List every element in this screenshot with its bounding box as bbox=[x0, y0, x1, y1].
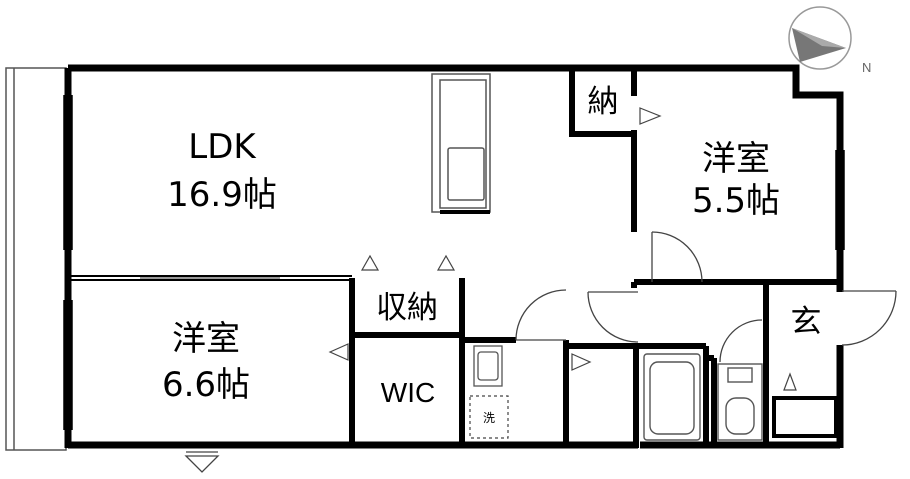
door-swings bbox=[184, 231, 897, 473]
western-b-name: 洋室 bbox=[172, 319, 240, 359]
wic-label: WIC bbox=[381, 377, 435, 408]
windows bbox=[63, 95, 845, 430]
balcony bbox=[5, 67, 67, 451]
ldk-name: LDK bbox=[188, 127, 257, 167]
closet-door-marks bbox=[328, 107, 797, 391]
western-a-size: 5.5帖 bbox=[692, 181, 780, 221]
bathtub bbox=[643, 353, 701, 441]
ldk-size: 16.9帖 bbox=[167, 175, 277, 215]
vanity-sink bbox=[473, 345, 503, 387]
western-b-size: 6.6帖 bbox=[162, 365, 250, 405]
western-a-name: 洋室 bbox=[702, 139, 770, 179]
washer-label: 洗 bbox=[483, 411, 495, 425]
interior-walls bbox=[349, 68, 840, 448]
toilet bbox=[717, 363, 763, 441]
partition-track bbox=[68, 275, 352, 281]
entrance-label: 玄 bbox=[791, 304, 822, 340]
compass-north-label: N bbox=[862, 60, 871, 75]
compass-icon bbox=[788, 6, 852, 70]
storage-small-label: 納 bbox=[588, 84, 619, 120]
kitchen-counter bbox=[431, 73, 491, 214]
storage-label: 収納 bbox=[376, 290, 438, 326]
washer-space bbox=[469, 395, 509, 439]
